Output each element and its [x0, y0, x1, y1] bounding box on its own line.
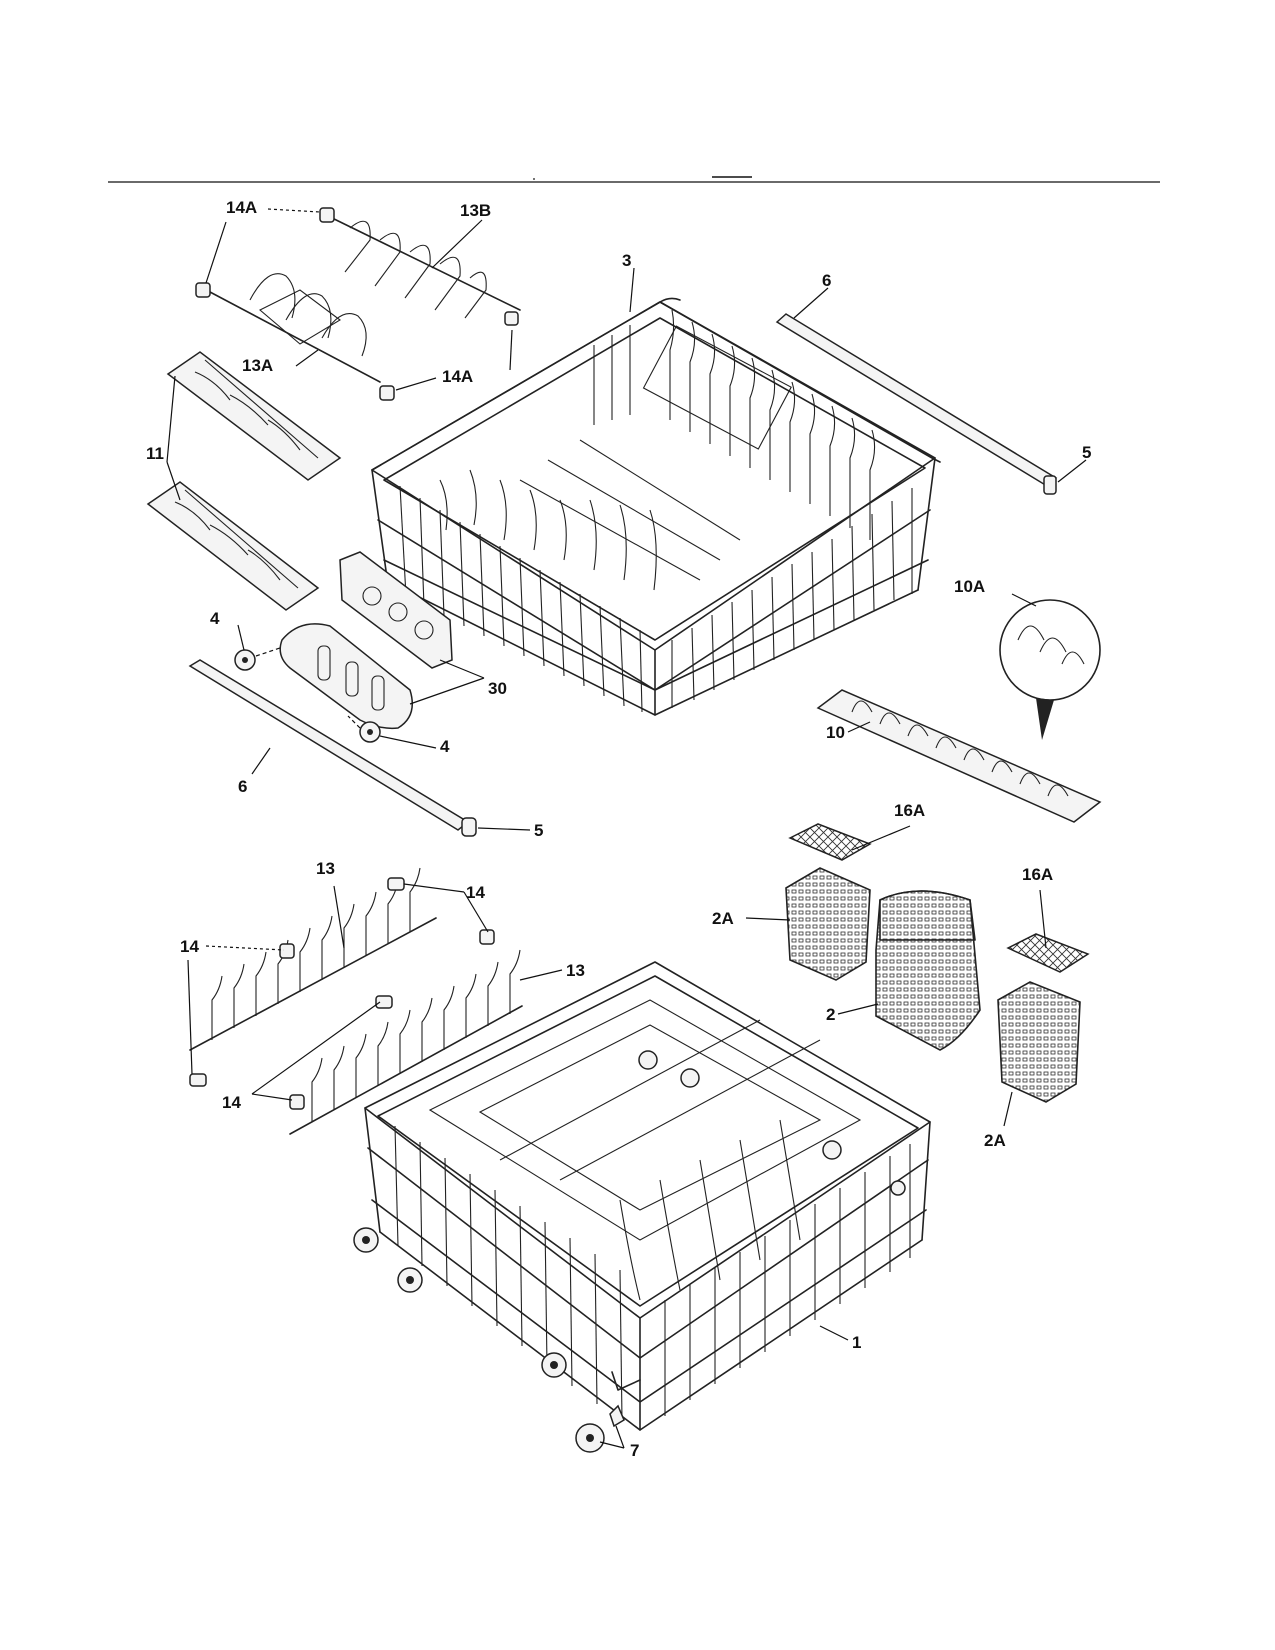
callout-13a: 13A — [242, 356, 273, 375]
leader-lines — [166, 208, 1087, 1449]
basket-2a-left — [785, 867, 871, 981]
wire-shelf-13a — [209, 273, 381, 383]
callout-14-left: 14 — [180, 937, 199, 956]
basket-2 — [875, 890, 981, 1051]
basket-lid-16a — [788, 823, 1090, 973]
basket-2a-right — [997, 981, 1081, 1103]
callout-16a-right: 16A — [1022, 865, 1053, 884]
tine-row-13-right — [289, 949, 523, 1135]
callout-6-bottom: 6 — [238, 777, 247, 796]
header-rule — [108, 176, 1160, 183]
callout-30: 30 — [488, 679, 507, 698]
callout-2a-bottom: 2A — [984, 1131, 1006, 1150]
callout-7: 7 — [630, 1441, 639, 1460]
lower-rack — [353, 961, 931, 1431]
callout-10: 10 — [826, 723, 845, 742]
callout-2a-left: 2A — [712, 909, 734, 928]
callout-14a-top: 14A — [226, 198, 257, 217]
callout-labels: 14A 13B 13A 14A 3 6 5 11 10A 4 30 4 10 6… — [146, 198, 1091, 1460]
fastener-4 — [234, 647, 381, 743]
cup-rack-10 — [816, 599, 1102, 823]
callout-13-right: 13 — [566, 961, 585, 980]
cup-shelf-11 — [146, 351, 342, 611]
callout-14a-mid: 14A — [442, 367, 473, 386]
callout-13-top: 13 — [316, 859, 335, 878]
rail-6-top — [775, 313, 1058, 495]
upper-rack — [371, 297, 941, 716]
callout-14-bottom: 14 — [222, 1093, 241, 1112]
callout-10a: 10A — [954, 577, 985, 596]
tine-row-13-left — [189, 867, 437, 1051]
callout-6-top: 6 — [822, 271, 831, 290]
rail-6-bottom — [188, 659, 477, 837]
callout-4-left: 4 — [210, 609, 220, 628]
callout-4-bottom: 4 — [440, 737, 450, 756]
wire-shelf-13b — [327, 215, 521, 319]
callout-11: 11 — [146, 444, 164, 463]
callout-2: 2 — [826, 1005, 835, 1024]
callout-14-right: 14 — [466, 883, 485, 902]
callout-3: 3 — [622, 251, 631, 270]
clip-14-parts — [189, 877, 495, 1110]
bracket-assembly-30 — [279, 551, 453, 730]
callout-16a-top: 16A — [894, 801, 925, 820]
callout-13b: 13B — [460, 201, 491, 220]
callout-5-top: 5 — [1082, 443, 1091, 462]
callout-5-bottom: 5 — [534, 821, 543, 840]
callout-1: 1 — [852, 1333, 861, 1352]
clip-14a-parts — [195, 207, 519, 401]
wheel-7 — [575, 1404, 625, 1453]
